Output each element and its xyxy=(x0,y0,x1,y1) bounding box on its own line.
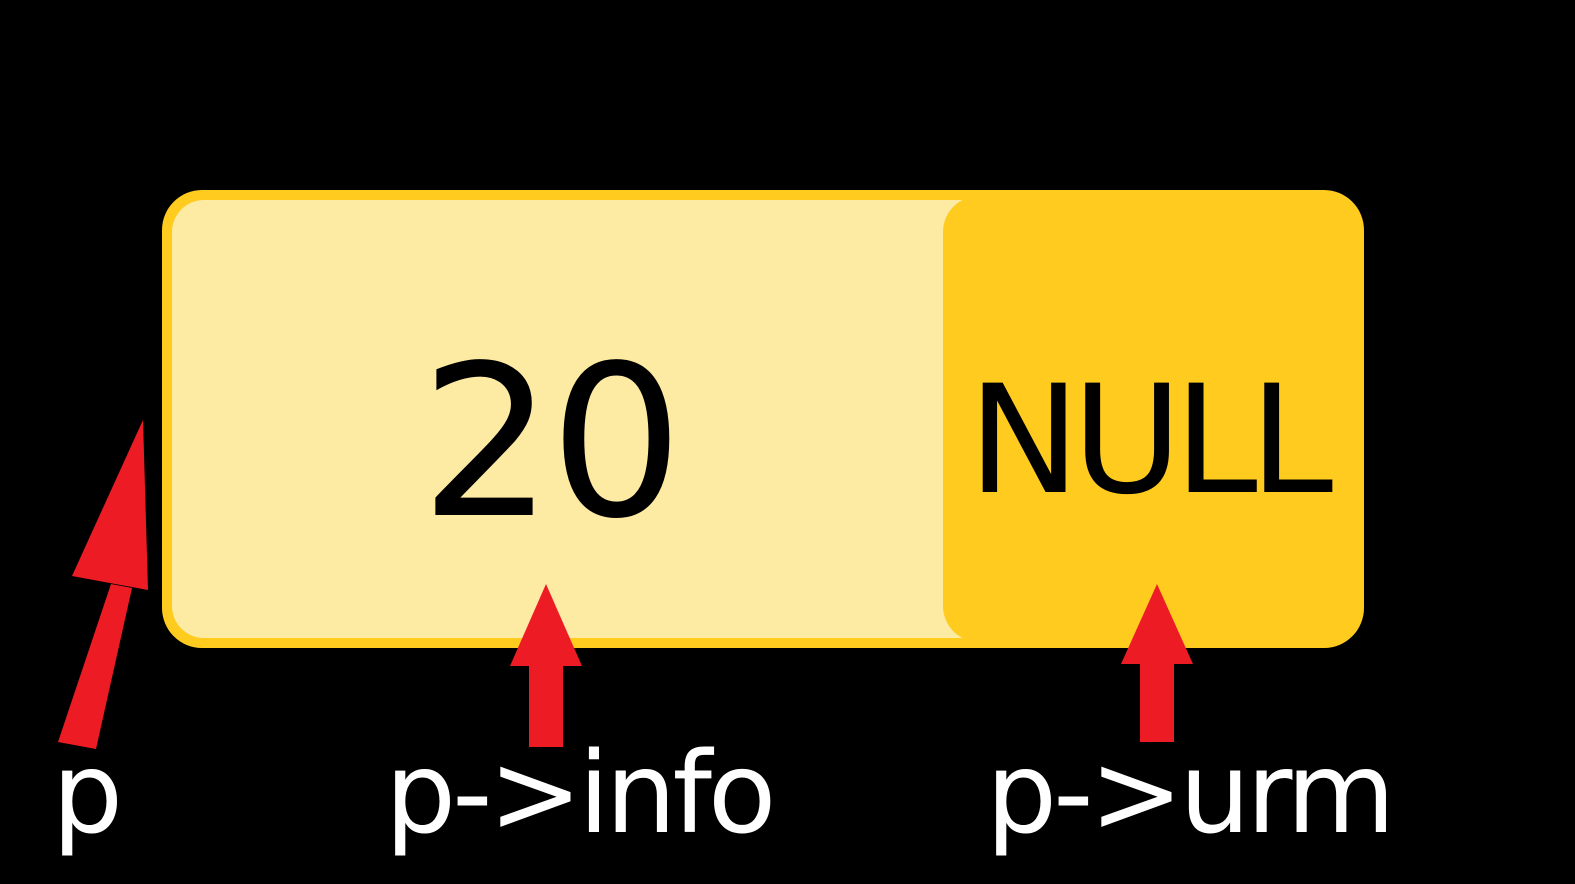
next-field-label: p->urm xyxy=(986,729,1396,859)
info-arrow-icon xyxy=(510,584,582,747)
pointer-label: p xyxy=(52,729,124,859)
next-arrow-icon xyxy=(1121,584,1193,742)
info-field-label: p->info xyxy=(385,729,776,859)
info-field-cell xyxy=(172,200,972,638)
next-field-cell xyxy=(943,196,1363,642)
pointer-arrow-icon xyxy=(58,420,148,749)
next-value: NULL xyxy=(968,354,1333,528)
info-value: 20 xyxy=(420,320,683,565)
